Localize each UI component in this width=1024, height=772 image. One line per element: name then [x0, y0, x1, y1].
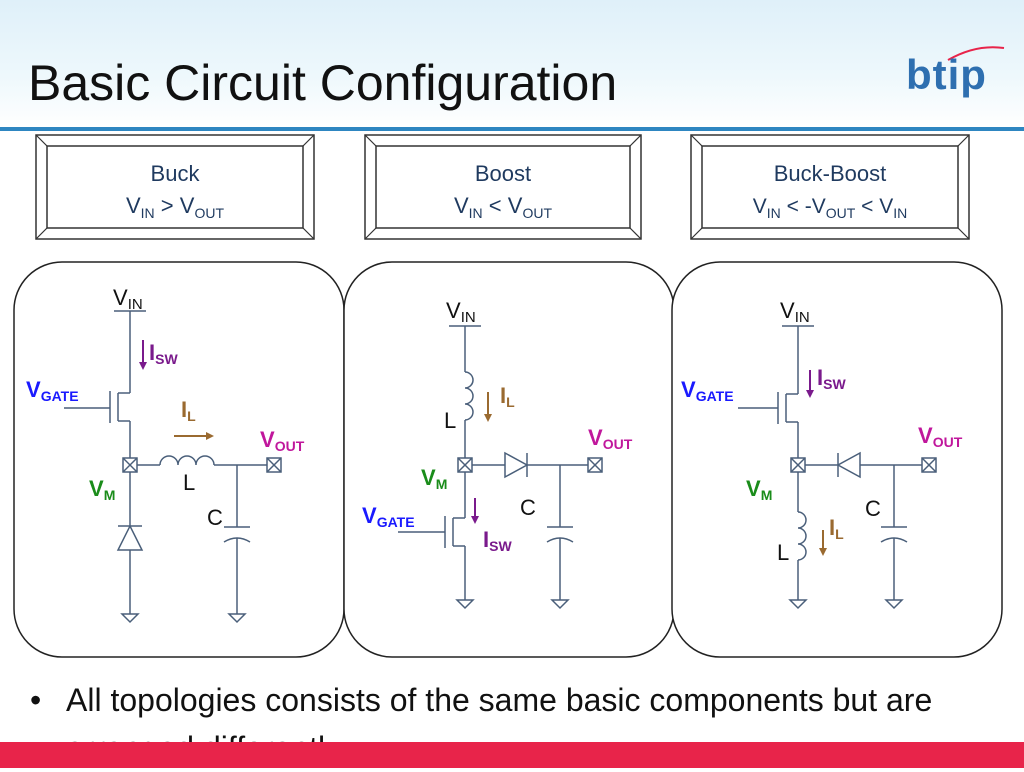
- boost-vin-label: VIN: [446, 298, 476, 326]
- buck-circuit: [64, 310, 282, 624]
- buck-inductor-label: L: [183, 470, 195, 495]
- header-rule: [0, 127, 1024, 131]
- buck-relation: VIN > VOUT: [126, 193, 224, 221]
- buck-boost-il-arrow: [819, 530, 827, 556]
- buck-il-arrow: [174, 432, 214, 440]
- bullet-dot-icon: •: [30, 682, 42, 718]
- boost-capacitor-label: C: [520, 495, 536, 520]
- buck-label-box: Buck VIN > VOUT: [35, 134, 315, 240]
- boost-relation: VIN < VOUT: [454, 193, 552, 221]
- boost-title: Boost: [475, 161, 531, 186]
- boost-isw-arrow: [471, 498, 479, 524]
- bottom-accent-bar: [0, 742, 1024, 768]
- slide-title: Basic Circuit Configuration: [28, 55, 618, 111]
- buck-title: Buck: [151, 161, 201, 186]
- buck-boost-title: Buck-Boost: [774, 161, 887, 186]
- boost-circuit: [398, 325, 603, 610]
- btip-logo: btip: [906, 44, 1005, 104]
- boost-vout-label: VOUT: [588, 425, 633, 452]
- buck-isw-arrow: [139, 340, 147, 370]
- buck-vgate-label: VGATE: [26, 377, 79, 404]
- buck-boost-il-label: IL: [829, 515, 844, 542]
- buck-boost-isw-label: ISW: [817, 365, 846, 392]
- boost-isw-label: ISW: [483, 527, 512, 554]
- buck-boost-isw-arrow: [806, 370, 814, 398]
- buck-boost-capacitor-label: C: [865, 496, 881, 521]
- buck-vin-label: VIN: [113, 285, 143, 313]
- buck-boost-vm-label: VM: [746, 476, 772, 503]
- buck-vout-label: VOUT: [260, 427, 305, 454]
- buck-isw-label: ISW: [149, 340, 178, 367]
- boost-label-box: Boost VIN < VOUT: [364, 134, 642, 240]
- logo-swoosh-icon: [947, 46, 1005, 61]
- boost-vm-label: VM: [421, 465, 447, 492]
- buck-vm-label: VM: [89, 476, 115, 503]
- boost-panel: [343, 261, 675, 658]
- boost-vgate-label: VGATE: [362, 503, 415, 530]
- buck-boost-relation: VIN < -VOUT < VIN: [753, 195, 907, 221]
- buck-boost-panel: [671, 261, 1003, 658]
- buck-boost-circuit: [738, 325, 937, 610]
- boost-il-label: IL: [500, 383, 515, 410]
- header-background: [0, 0, 1024, 128]
- logo-text: btip: [906, 51, 987, 98]
- buck-boost-label-box: Buck-Boost VIN < -VOUT < VIN: [690, 134, 970, 240]
- buck-il-label: IL: [181, 397, 196, 424]
- buck-boost-vgate-label: VGATE: [681, 377, 734, 404]
- buck-boost-inductor-label: L: [777, 540, 789, 565]
- boost-inductor-label: L: [444, 408, 456, 433]
- boost-il-arrow: [484, 392, 492, 422]
- buck-capacitor-label: C: [207, 505, 223, 530]
- buck-boost-vout-label: VOUT: [918, 423, 963, 450]
- buck-boost-vin-label: VIN: [780, 298, 810, 326]
